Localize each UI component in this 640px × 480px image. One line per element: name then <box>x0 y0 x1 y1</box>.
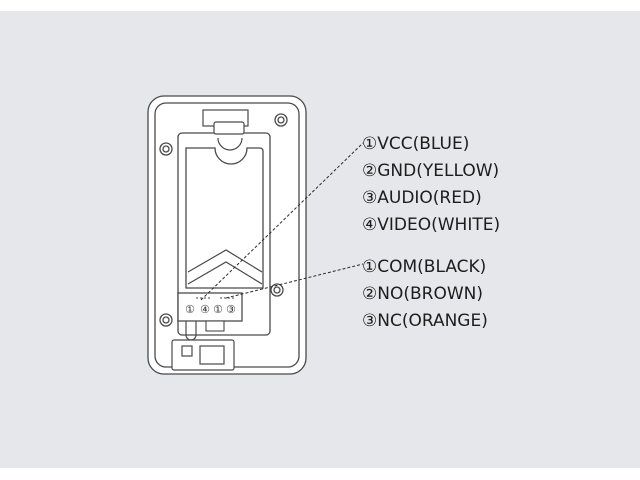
screw-holes <box>159 113 288 327</box>
wire-label: ④VIDEO(WHITE) <box>362 215 500 235</box>
wire-label: ①COM(BLACK) <box>362 257 486 277</box>
background-panel <box>0 11 640 468</box>
wire-label: ③NC(ORANGE) <box>362 311 488 331</box>
wire-label: ①VCC(BLUE) <box>362 134 469 154</box>
latch-arc <box>217 137 243 151</box>
mount-plate <box>185 147 264 289</box>
bottom-connector-latch <box>181 345 193 357</box>
terminal-block: ① ④ ① ③ <box>177 292 243 341</box>
wire-label: ②NO(BROWN) <box>362 284 483 304</box>
leader-lines <box>200 142 364 301</box>
chevron-guide <box>187 249 263 285</box>
top-latch <box>202 109 249 151</box>
terminal-pin-label: ① <box>185 303 195 316</box>
leader-line-relay <box>225 263 364 299</box>
wire-label: ③AUDIO(RED) <box>362 188 482 208</box>
screw-hole-top-left <box>159 142 173 156</box>
cable-clip <box>205 320 225 332</box>
wire-group-relay: ①COM(BLACK) ②NO(BROWN) ③NC(ORANGE) <box>362 257 488 331</box>
bottom-connector <box>171 339 235 371</box>
device-housing <box>147 95 307 375</box>
wire-group-power-video: ①VCC(BLUE) ②GND(YELLOW) ③AUDIO(RED) ④VID… <box>362 134 500 235</box>
screw-hole-top-right <box>274 113 288 127</box>
latch-tab <box>213 121 245 135</box>
terminal-pin-label: ① <box>213 303 223 316</box>
bottom-connector-socket <box>199 345 225 365</box>
screw-hole-bottom-right <box>270 283 284 297</box>
terminal-pin-label: ③ <box>226 303 236 316</box>
leader-line-power-video <box>200 142 364 301</box>
terminal-pin-label: ④ <box>200 303 210 316</box>
screw-hole-bottom-left <box>159 313 173 327</box>
wire-label: ②GND(YELLOW) <box>362 161 499 181</box>
